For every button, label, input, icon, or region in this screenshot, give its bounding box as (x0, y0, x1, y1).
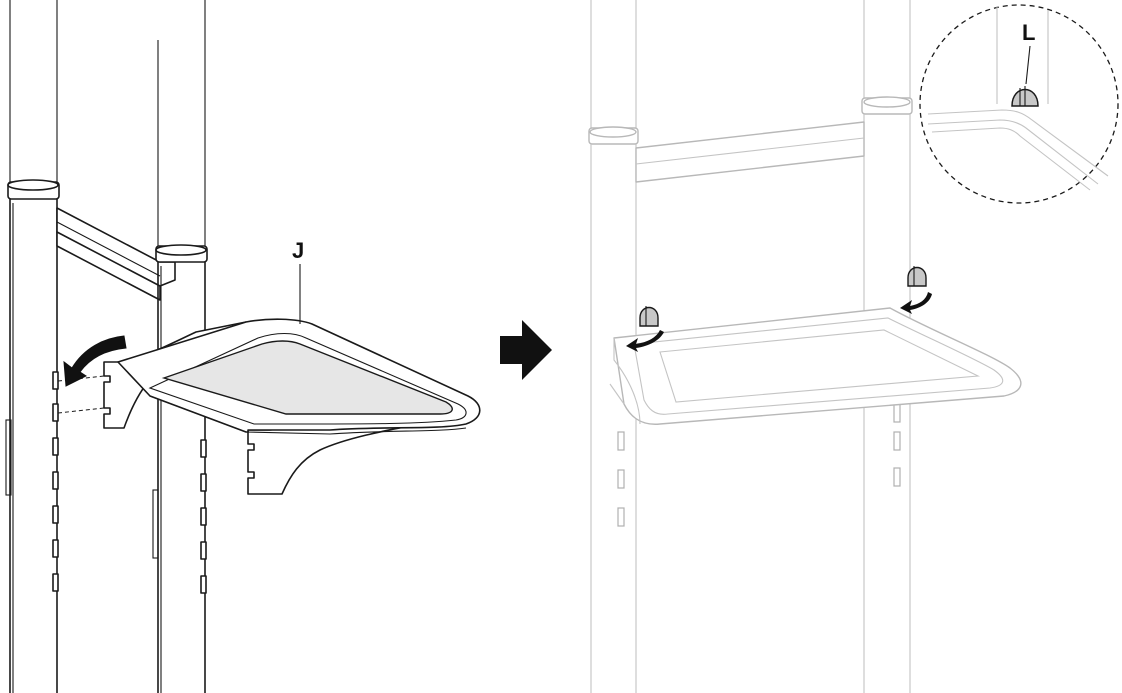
shelf-j (103, 318, 481, 495)
cap-l-front (639, 306, 659, 327)
part-label-l: L (1022, 20, 1035, 45)
detail-inset (919, 4, 1119, 204)
shelf-tray (161, 340, 453, 415)
cap-arrow-front-icon (626, 330, 664, 352)
front-pole-slots (52, 371, 59, 592)
hook-guide-lines (57, 375, 105, 414)
right-step-panel: L (588, 0, 1119, 693)
curved-arrow-icon (63, 335, 127, 387)
part-label-j: J (292, 238, 304, 263)
left-step-panel: J (5, 0, 481, 693)
ghost-cross-bar (635, 121, 865, 183)
ghost-slots (617, 403, 901, 527)
front-pole (5, 0, 60, 693)
ghost-shelf (609, 307, 1022, 425)
cap-l-back (907, 266, 927, 287)
right-arrow-icon (500, 320, 552, 380)
back-pole-slots (200, 439, 207, 594)
cap-arrow-back-icon (900, 292, 932, 314)
